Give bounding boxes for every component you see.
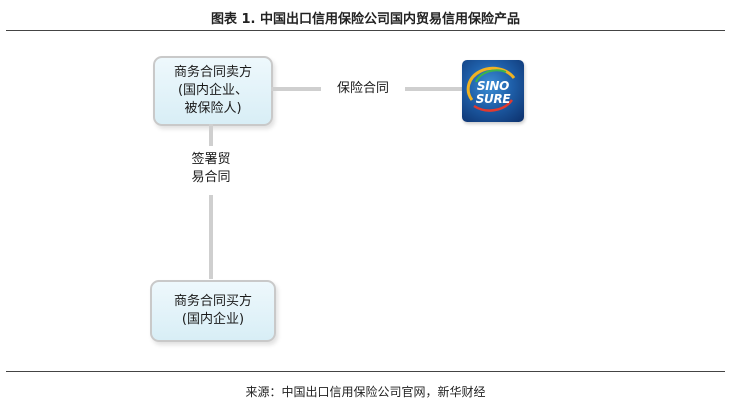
trade-contract-label: 签署贸 易合同 <box>181 151 241 187</box>
seller-node: 商务合同卖方 (国内企业、 被保险人) <box>153 56 273 126</box>
trade-contract-line-2: 易合同 <box>191 170 231 185</box>
logo-text-sino: SINO <box>476 79 510 93</box>
logo-text-sure: SURE <box>475 92 511 106</box>
figure-source: 来源：中国出口信用保险公司官网，新华财经 <box>245 385 486 399</box>
insurance-contract-label: 保险合同 <box>336 81 389 96</box>
trade-connector-bottom <box>209 195 213 279</box>
seller-line-2: (国内企业、 <box>177 83 249 98</box>
logo-ring-icon <box>466 66 516 112</box>
figure-title: 图表 1. 中国出口信用保险公司国内贸易信用保险产品 <box>210 12 521 27</box>
insurance-connector-right <box>405 87 462 91</box>
buyer-node: 商务合同买方 (国内企业) <box>150 280 276 342</box>
trade-contract-line-1: 签署贸 <box>191 152 231 167</box>
trade-connector-top <box>209 124 213 146</box>
seller-line-3: 被保险人) <box>184 101 242 116</box>
sinosure-logo-icon: SINO SURE <box>462 60 524 122</box>
top-rule <box>6 30 725 31</box>
bottom-rule <box>6 371 725 372</box>
insurance-connector-left <box>271 87 321 91</box>
buyer-line-2: (国内企业) <box>181 312 245 327</box>
seller-line-1: 商务合同卖方 <box>173 65 252 80</box>
buyer-line-1: 商务合同买方 <box>173 294 252 309</box>
